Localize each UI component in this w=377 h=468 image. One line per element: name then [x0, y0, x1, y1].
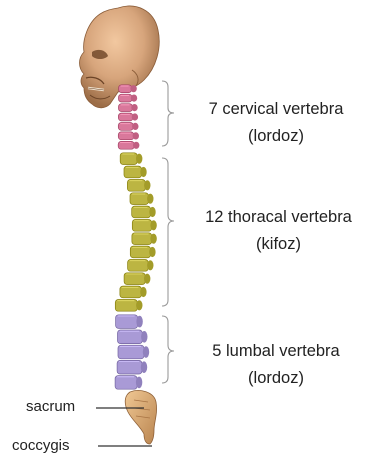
thoracic-vertebra-process	[140, 287, 146, 297]
thoracic-vertebra	[124, 273, 145, 285]
lumbar-vertebra	[116, 315, 138, 329]
thoracic-vertebra	[132, 220, 151, 232]
cervical-label-line1: 7 cervical vertebra	[176, 96, 376, 123]
thoracic-vertebra	[115, 300, 137, 312]
thoracic-label: 12 thoracal vertebra (kifoz)	[180, 204, 377, 258]
cervical-label-line2: (lordoz)	[176, 123, 376, 150]
thoracic-vertebra-process	[149, 207, 155, 217]
thoracic-vertebra	[124, 166, 142, 178]
lumbar-label: 5 lumbal vertebra (lordoz)	[176, 338, 376, 392]
lumbar-label-line1: 5 lumbal vertebra	[176, 338, 376, 365]
thoracic-vertebra	[128, 260, 149, 272]
lumbar-vertebra-process	[143, 346, 149, 358]
sacrum-label: sacrum	[26, 398, 75, 416]
thoracic-label-line2: (kifoz)	[180, 231, 377, 258]
bracket-lumbar	[162, 316, 174, 383]
lumbar-vertebra	[115, 376, 137, 390]
sacrum-coccyx	[125, 390, 156, 444]
coccygis-label: coccygis	[12, 437, 70, 455]
lumbar-vertebra-process	[136, 377, 142, 389]
thoracic-vertebra-process	[147, 194, 153, 204]
cervical-vertebra-process	[132, 113, 138, 120]
thoracic-vertebra	[130, 193, 148, 205]
cervical-vertebra-process	[131, 104, 137, 111]
thoracic-vertebra-process	[140, 167, 146, 177]
thoracic-vertebra	[120, 286, 141, 298]
thoracic-vertebra-process	[150, 234, 156, 244]
thoracic-vertebra	[127, 180, 145, 192]
thoracic-vertebra-process	[147, 260, 153, 270]
lumbar-vertebra-process	[141, 331, 147, 343]
bracket-cervical	[162, 81, 174, 146]
bracket-thoracic	[162, 158, 174, 306]
thoracic-vertebra	[130, 246, 150, 258]
cervical-vertebra-process	[130, 85, 136, 92]
lumbar-vertebra	[118, 330, 143, 344]
lumbar-vertebra	[118, 345, 144, 359]
cervical-vertebra-process	[131, 95, 137, 102]
thoracic-vertebra-process	[150, 220, 156, 230]
cervical-vertebra-process	[133, 142, 139, 149]
thoracic-vertebra-process	[136, 300, 142, 310]
thoracic-vertebra-process	[144, 180, 150, 190]
lumbar-label-line2: (lordoz)	[176, 365, 376, 392]
thoracic-vertebra	[132, 206, 151, 218]
lumbar-vertebra-process	[136, 316, 142, 328]
cervical-label: 7 cervical vertebra (lordoz)	[176, 96, 376, 150]
spine	[115, 85, 157, 389]
thoracic-vertebra-process	[149, 247, 155, 257]
cervical-vertebra-process	[132, 123, 138, 130]
skull	[80, 6, 160, 108]
lumbar-vertebra-process	[141, 361, 147, 373]
thoracic-vertebra-process	[136, 154, 142, 164]
lumbar-vertebra	[117, 360, 142, 374]
cervical-vertebra-process	[133, 132, 139, 139]
thoracic-vertebra-process	[144, 274, 150, 284]
thoracic-vertebra	[132, 233, 152, 245]
thoracic-label-line1: 12 thoracal vertebra	[180, 204, 377, 231]
thoracic-vertebra	[120, 153, 137, 165]
